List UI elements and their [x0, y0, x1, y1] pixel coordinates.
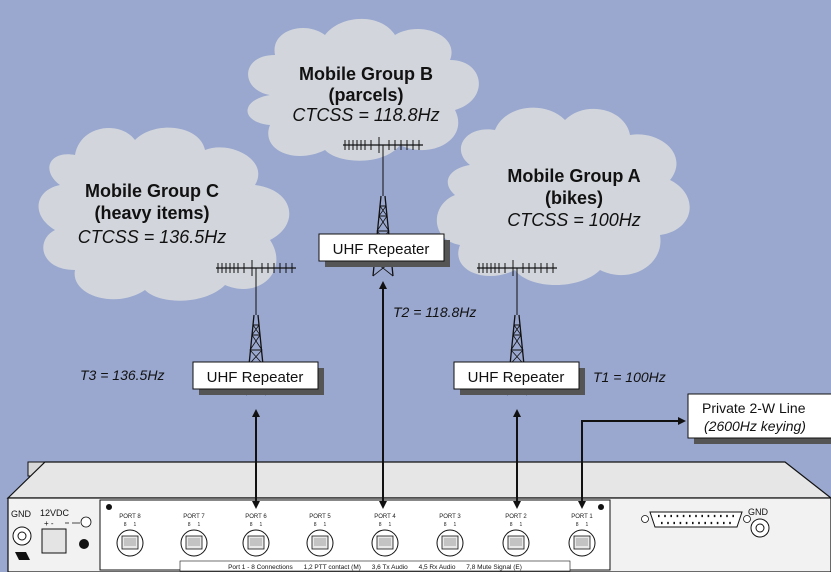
cloud-group-c	[38, 127, 290, 301]
power-connector	[41, 516, 92, 554]
connection-lines	[252, 281, 686, 509]
antenna-b	[342, 136, 424, 277]
port-4-jack[interactable]	[371, 529, 399, 557]
group-c-ctcss: CTCSS = 136.5Hz	[78, 227, 227, 247]
port-6-jack[interactable]	[242, 529, 270, 557]
repeater-b-label: UHF Repeater	[333, 241, 430, 258]
port-7-pins: 8 1	[188, 522, 201, 528]
port-pin-labels: 8 1 8 1 8 1 8 1 8 1 8 1 8 1 8 1	[124, 522, 589, 528]
repeater-a-box: UHF Repeater	[453, 361, 585, 395]
gnd-left-label: GND	[11, 509, 32, 519]
gnd-left-terminal	[12, 526, 32, 546]
private-line-box: Private 2-W Line (2600Hz keying)	[687, 393, 831, 444]
repeater-c-label: UHF Repeater	[207, 369, 304, 386]
group-a-cargo: (bikes)	[545, 188, 603, 208]
port-legend: Port 1 - 8 Connections 1,2 PTT contact (…	[179, 560, 571, 572]
port-legend-text: Port 1 - 8 Connections 1,2 PTT contact (…	[228, 564, 522, 571]
antenna-c	[215, 259, 297, 396]
tone-t1: T1 = 100Hz	[593, 369, 666, 385]
group-c-name: Mobile Group C	[85, 181, 219, 201]
tone-t2: T2 = 118.8Hz	[393, 304, 476, 320]
repeater-b-box: UHF Repeater	[318, 233, 450, 267]
port-7-jack[interactable]	[180, 529, 208, 557]
port-2-label: PORT 2	[505, 514, 527, 520]
gnd-right-terminal	[750, 518, 770, 538]
repeater-a-label: UHF Repeater	[468, 369, 565, 386]
port-5-pins: 8 1	[314, 522, 327, 528]
port-1-label: PORT 1	[571, 514, 593, 520]
port-1-jack[interactable]	[568, 529, 596, 557]
port-8-pins: 8 1	[124, 522, 137, 528]
power-polarity: + -	[44, 519, 54, 528]
port-labels: PORT 8 PORT 7 PORT 6 PORT 5 PORT 4 PORT …	[119, 514, 593, 520]
cloud-group-a	[436, 107, 690, 285]
port-3-label: PORT 3	[439, 514, 461, 520]
port-3-jack[interactable]	[436, 529, 464, 557]
group-b-cargo: (parcels)	[328, 85, 403, 105]
group-b-ctcss: CTCSS = 118.8Hz	[292, 105, 439, 125]
group-a-ctcss: CTCSS = 100Hz	[507, 210, 641, 230]
private-line-label: Private 2-W Line	[702, 400, 806, 416]
port-6-pins: 8 1	[250, 522, 263, 528]
port-7-label: PORT 7	[183, 514, 205, 520]
port-5-jack[interactable]	[306, 529, 334, 557]
link-port1-private-line	[578, 417, 686, 509]
port-2-jack[interactable]	[502, 529, 530, 557]
tone-t3: T3 = 136.5Hz	[80, 367, 164, 383]
brand-logo-icon	[15, 552, 30, 560]
cloud-group-b	[247, 18, 479, 161]
antenna-a	[476, 259, 558, 396]
port-2-pins: 8 1	[510, 522, 523, 528]
port-4-pins: 8 1	[379, 522, 392, 528]
group-a-name: Mobile Group A	[507, 166, 640, 186]
db25-connector	[641, 511, 751, 528]
port-8-jack[interactable]	[116, 529, 144, 557]
port-3-pins: 8 1	[444, 522, 457, 528]
port-1-pins: 8 1	[576, 522, 589, 528]
port-4-label: PORT 4	[374, 514, 396, 520]
repeater-c-box: UHF Repeater	[192, 361, 324, 395]
group-b-name: Mobile Group B	[299, 64, 433, 84]
port-8-label: PORT 8	[119, 514, 141, 520]
gnd-right-label: GND	[748, 507, 769, 517]
port-5-label: PORT 5	[309, 514, 331, 520]
group-c-cargo: (heavy items)	[94, 203, 209, 223]
private-line-keying: (2600Hz keying)	[704, 418, 806, 434]
power-label: 12VDC	[40, 508, 70, 518]
port-6-label: PORT 6	[245, 514, 267, 520]
